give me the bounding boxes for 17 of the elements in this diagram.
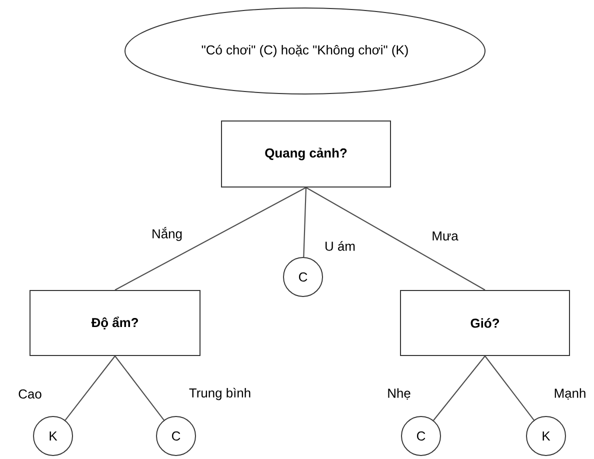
- edge-line: [433, 356, 486, 421]
- edge-line: [64, 356, 116, 421]
- edge-line: [114, 356, 164, 420]
- edge-label: Mạnh: [554, 388, 586, 400]
- edge-label: Mưa: [432, 231, 458, 240]
- edge-line: [303, 187, 307, 258]
- edge-line: [484, 356, 534, 420]
- edge-line: [306, 187, 486, 290]
- edge-line: [114, 187, 306, 290]
- decision-box: Độ ẩm?: [30, 290, 200, 356]
- edge-label: Cao: [18, 389, 42, 399]
- decision-box: Quang cảnh?: [221, 120, 391, 188]
- decision-box: Gió?: [400, 290, 570, 356]
- edge-label: Nắng: [152, 227, 182, 241]
- edge-label: Nhẹ: [388, 388, 410, 400]
- edge-label: U ám: [326, 241, 355, 251]
- edge-label: Trung bình: [189, 388, 250, 400]
